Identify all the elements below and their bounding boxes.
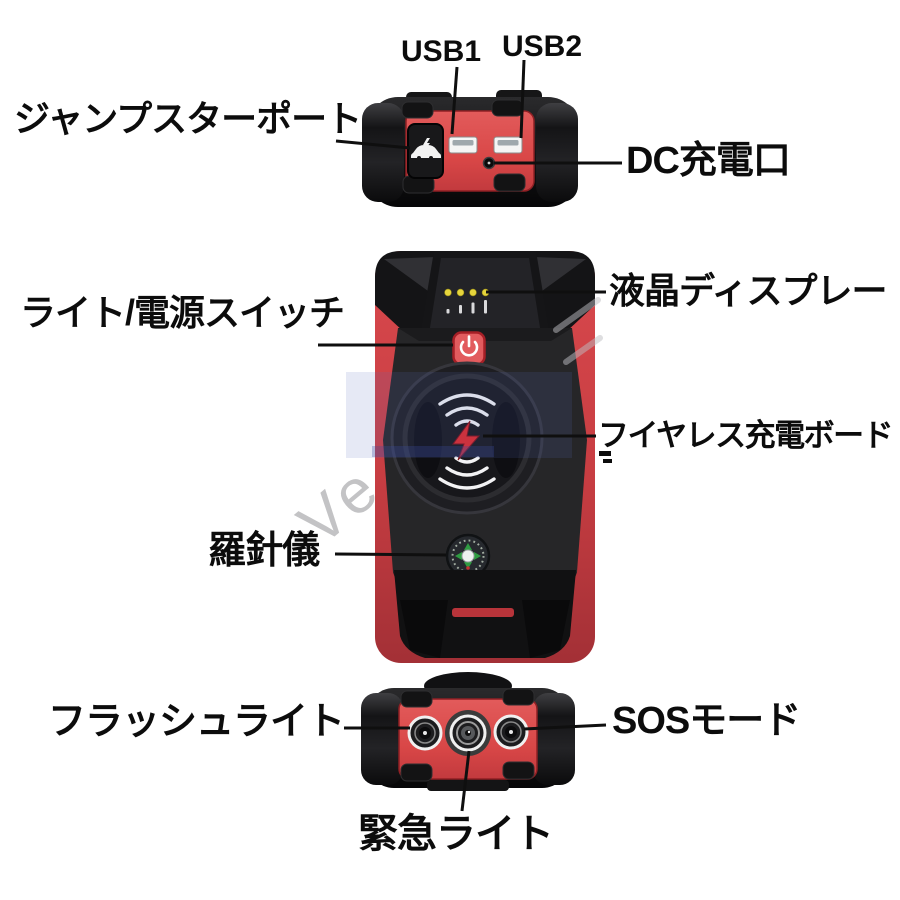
dc-port-hole — [482, 156, 496, 170]
car-with-bolt-icon — [411, 138, 441, 160]
callout-emergency-light-label: 緊急ライト — [358, 812, 554, 856]
lcd-display-indicator — [444, 288, 490, 314]
callout-line-jump-port — [335, 139, 411, 150]
callout-usb2-label: USB2 — [502, 30, 583, 63]
blue-overlay — [346, 372, 572, 458]
callout-line-compass — [334, 552, 447, 557]
wifi-arcs-icon — [438, 393, 496, 490]
wireless-charging-pad — [390, 361, 544, 515]
callout-line-emergency — [460, 750, 471, 812]
sos-led-right — [493, 714, 529, 750]
power-icon — [459, 335, 479, 357]
callout-sos-mode-label: SOSモード — [612, 700, 801, 742]
callout-line-usb2 — [519, 59, 526, 139]
bottom-view — [361, 672, 575, 791]
right-end-cap — [536, 103, 578, 202]
callout-usb1-label: USB1 — [401, 35, 482, 68]
left-end-cap — [361, 693, 403, 785]
callout-lines — [318, 59, 622, 812]
usb2-port — [493, 136, 523, 154]
callout-flashlight-label: フラッシュライト — [48, 701, 345, 743]
callout-wireless-charging-board-label: フイヤレス充電ボード — [598, 418, 894, 453]
callout-jump-starter-port-label: ジャンプスターポート — [14, 98, 362, 139]
emergency-led-center — [445, 710, 491, 756]
callout-light-power-switch-label: ライト/電源スイッチ — [20, 292, 345, 333]
flashlight-led-left — [407, 715, 443, 751]
lightning-icon — [452, 420, 481, 461]
led-dots-icon — [444, 288, 490, 297]
power-button — [452, 331, 486, 366]
usb1-port — [448, 136, 478, 154]
callout-compass-label: 羅針儀 — [208, 530, 320, 572]
callout-line-usb1 — [450, 66, 459, 135]
callout-line-sos — [523, 723, 607, 731]
watermark-strokes — [553, 297, 603, 365]
right-end-cap — [533, 693, 575, 785]
left-end-cap — [362, 103, 404, 202]
top-view — [362, 90, 578, 207]
callout-dc-charge-port-label: DC充電口 — [626, 140, 791, 182]
jump-starter-port — [407, 123, 444, 179]
callout-lcd-display-label: 液晶ディスプレー — [609, 270, 887, 311]
front-view — [346, 251, 612, 663]
